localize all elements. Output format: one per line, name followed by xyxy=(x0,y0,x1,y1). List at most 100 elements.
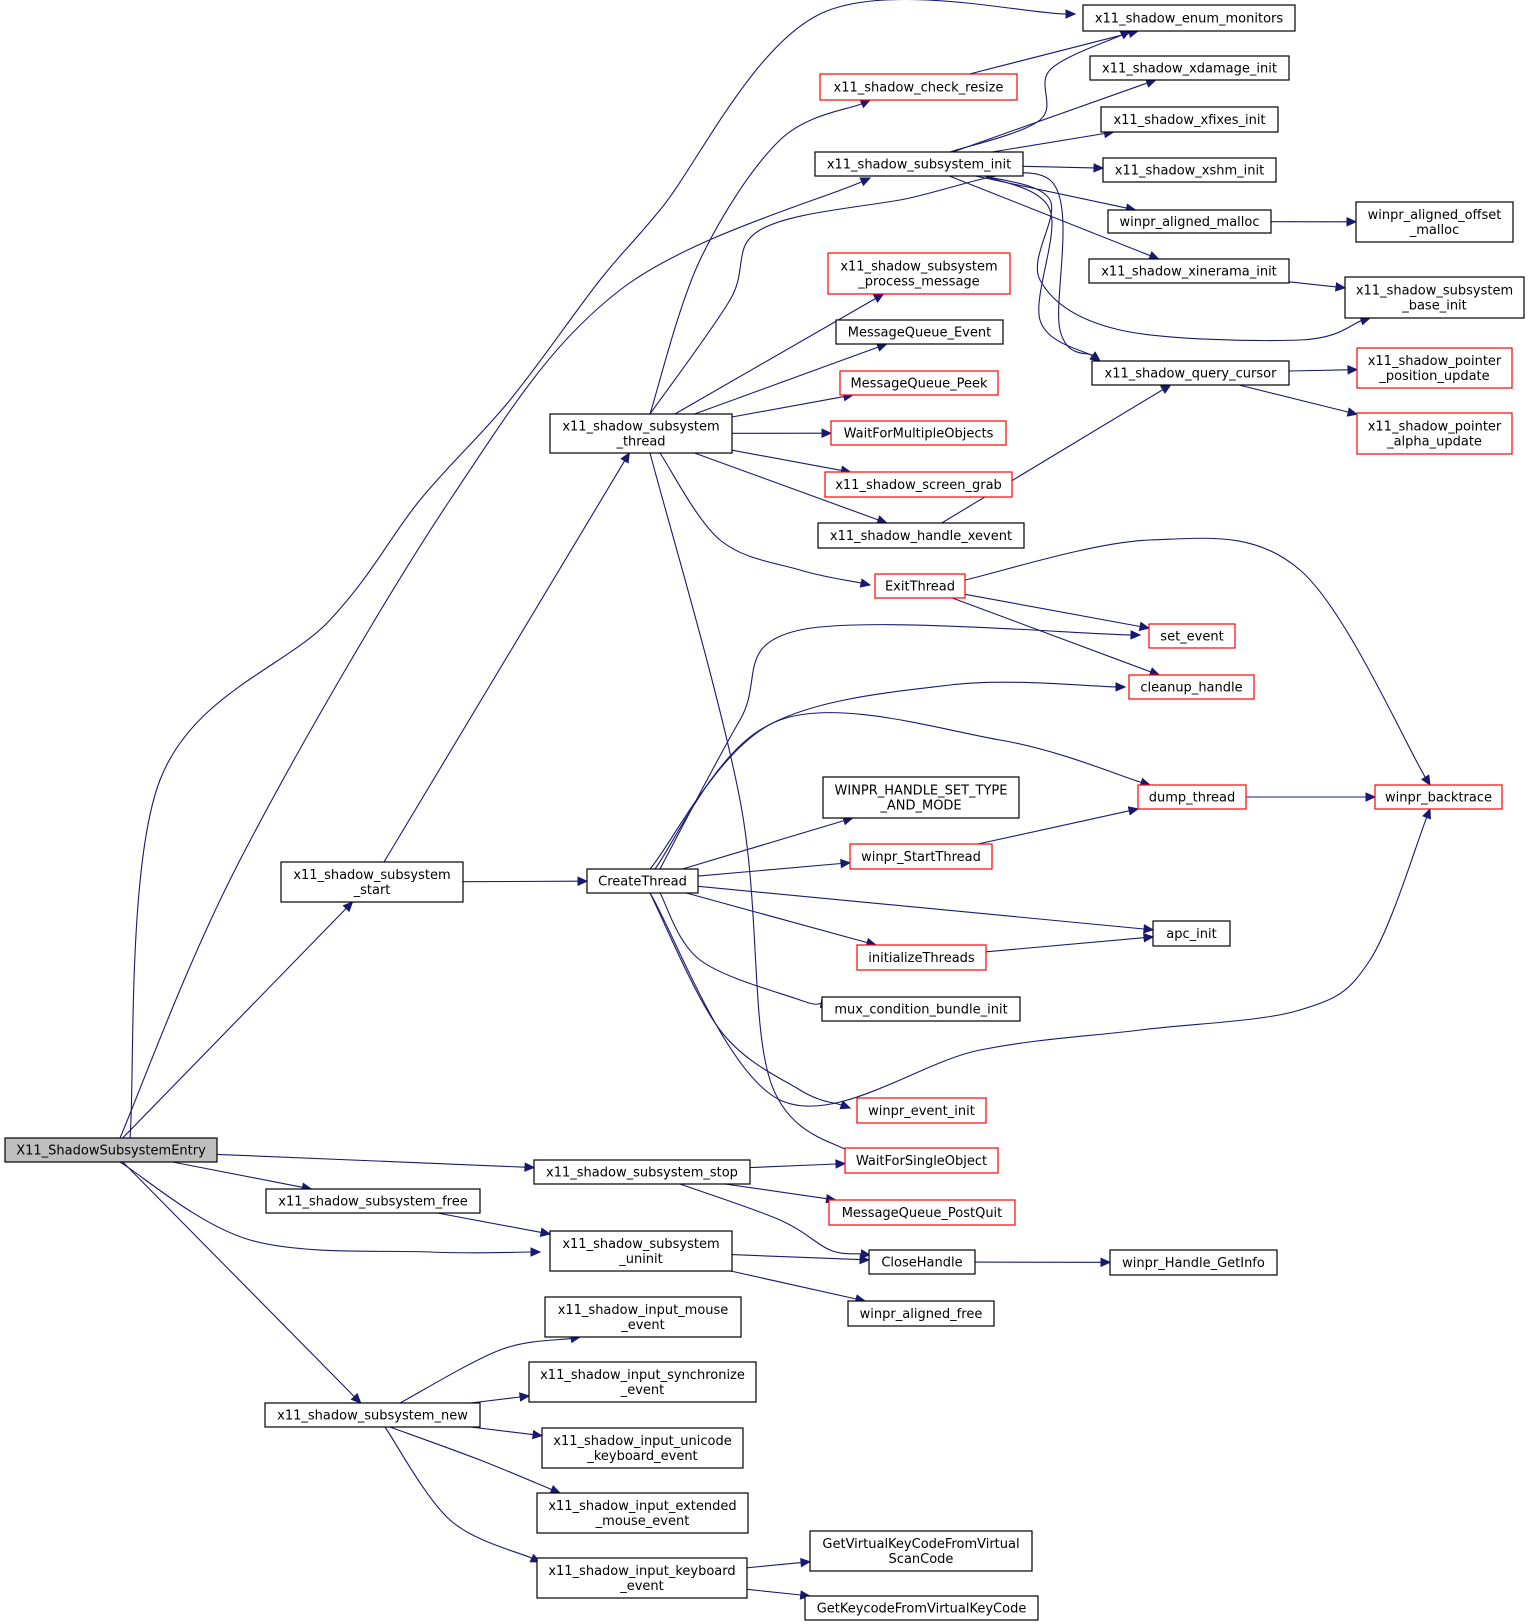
node-subsystem-start[interactable]: x11_shadow_subsystem_start xyxy=(280,861,464,903)
node-box[interactable] xyxy=(1128,674,1255,700)
node-set-type-and-mode[interactable]: WINPR_HANDLE_SET_TYPE_AND_MODE xyxy=(822,776,1020,819)
node-apc-init[interactable]: apc_init xyxy=(1152,920,1231,947)
node-input-mouse[interactable]: x11_shadow_input_mouse_event xyxy=(544,1296,742,1338)
node-box[interactable] xyxy=(1148,623,1236,649)
node-box[interactable] xyxy=(1137,784,1247,810)
node-input-unicode[interactable]: x11_shadow_input_unicode_keyboard_event xyxy=(541,1427,744,1469)
node-box[interactable] xyxy=(847,1300,995,1327)
node-base-init[interactable]: x11_shadow_subsystem_base_init xyxy=(1344,276,1525,319)
node-root[interactable]: X11_ShadowSubsystemEntry xyxy=(4,1137,218,1163)
node-mux-init[interactable]: mux_condition_bundle_init xyxy=(821,996,1021,1022)
node-xshm-init[interactable]: x11_shadow_xshm_init xyxy=(1102,157,1277,183)
node-box[interactable] xyxy=(1344,276,1525,319)
node-event-init[interactable]: winpr_event_init xyxy=(856,1097,987,1124)
node-box[interactable] xyxy=(821,996,1021,1022)
node-box[interactable] xyxy=(549,1230,733,1272)
node-subsystem-uninit[interactable]: x11_shadow_subsystem_uninit xyxy=(549,1230,733,1272)
node-start-thread[interactable]: winpr_StartThread xyxy=(849,843,993,870)
node-subsystem-free[interactable]: x11_shadow_subsystem_free xyxy=(265,1188,481,1214)
node-box[interactable] xyxy=(827,252,1011,295)
node-box[interactable] xyxy=(4,1137,218,1163)
node-box[interactable] xyxy=(1356,412,1513,455)
node-process-message[interactable]: x11_shadow_subsystem_process_message xyxy=(827,252,1011,295)
node-box[interactable] xyxy=(264,1402,481,1428)
node-box[interactable] xyxy=(835,319,1004,345)
node-box[interactable] xyxy=(1088,258,1290,284)
node-box[interactable] xyxy=(874,573,966,599)
node-close-handle[interactable]: CloseHandle xyxy=(868,1249,976,1275)
node-xinerama-init[interactable]: x11_shadow_xinerama_init xyxy=(1088,258,1290,284)
node-box[interactable] xyxy=(1356,347,1513,389)
node-box[interactable] xyxy=(1102,157,1277,183)
node-wait-multiple[interactable]: WaitForMultipleObjects xyxy=(830,420,1007,446)
node-box[interactable] xyxy=(828,1199,1016,1226)
node-box[interactable] xyxy=(1109,1249,1278,1276)
node-box[interactable] xyxy=(1089,55,1290,81)
node-xfixes-init[interactable]: x11_shadow_xfixes_init xyxy=(1100,106,1279,133)
node-box[interactable] xyxy=(265,1188,481,1214)
node-box[interactable] xyxy=(1152,920,1231,947)
node-input-sync[interactable]: x11_shadow_input_synchronize_event xyxy=(528,1361,757,1403)
node-box[interactable] xyxy=(549,413,733,454)
node-keycode-from-vk[interactable]: GetKeycodeFromVirtualKeyCode xyxy=(804,1595,1039,1621)
node-box[interactable] xyxy=(1355,201,1514,243)
node-pointer-position[interactable]: x11_shadow_pointer_position_update xyxy=(1356,347,1513,389)
node-aligned-free[interactable]: winpr_aligned_free xyxy=(847,1300,995,1327)
node-box[interactable] xyxy=(824,471,1013,498)
node-cleanup-handle[interactable]: cleanup_handle xyxy=(1128,674,1255,700)
node-query-cursor[interactable]: x11_shadow_query_cursor xyxy=(1091,360,1290,386)
node-box[interactable] xyxy=(856,944,987,971)
node-box[interactable] xyxy=(817,522,1025,549)
node-screen-grab[interactable]: x11_shadow_screen_grab xyxy=(824,471,1013,498)
node-box[interactable] xyxy=(586,868,699,894)
node-create-thread[interactable]: CreateThread xyxy=(586,868,699,894)
node-box[interactable] xyxy=(528,1361,757,1403)
node-aligned-malloc[interactable]: winpr_aligned_malloc xyxy=(1107,209,1272,234)
node-handle-getinfo[interactable]: winpr_Handle_GetInfo xyxy=(1109,1249,1278,1276)
node-box[interactable] xyxy=(280,861,464,903)
node-box[interactable] xyxy=(536,1557,748,1599)
node-box[interactable] xyxy=(849,843,993,870)
node-subsystem-init[interactable]: x11_shadow_subsystem_init xyxy=(814,151,1024,177)
node-handle-xevent[interactable]: x11_shadow_handle_xevent xyxy=(817,522,1025,549)
node-initialize-threads[interactable]: initializeThreads xyxy=(856,944,987,971)
node-box[interactable] xyxy=(541,1427,744,1469)
node-subsystem-new[interactable]: x11_shadow_subsystem_new xyxy=(264,1402,481,1428)
node-box[interactable] xyxy=(844,1147,999,1174)
node-wait-single[interactable]: WaitForSingleObject xyxy=(844,1147,999,1174)
node-enum-monitors[interactable]: x11_shadow_enum_monitors xyxy=(1082,4,1296,32)
node-box[interactable] xyxy=(536,1492,749,1534)
node-box[interactable] xyxy=(819,73,1018,101)
node-check-resize[interactable]: x11_shadow_check_resize xyxy=(819,73,1018,101)
node-subsystem-stop[interactable]: x11_shadow_subsystem_stop xyxy=(533,1159,751,1185)
node-subsystem-thread[interactable]: x11_shadow_subsystem_thread xyxy=(549,413,733,454)
node-backtrace[interactable]: winpr_backtrace xyxy=(1374,784,1503,810)
node-box[interactable] xyxy=(1107,209,1272,234)
node-aligned-offset-malloc[interactable]: winpr_aligned_offset_malloc xyxy=(1355,201,1514,243)
node-box[interactable] xyxy=(544,1296,742,1338)
node-box[interactable] xyxy=(839,370,999,396)
node-box[interactable] xyxy=(1100,106,1279,133)
node-box[interactable] xyxy=(533,1159,751,1185)
node-input-ext-mouse[interactable]: x11_shadow_input_extended_mouse_event xyxy=(536,1492,749,1534)
node-box[interactable] xyxy=(830,420,1007,446)
node-xdamage-init[interactable]: x11_shadow_xdamage_init xyxy=(1089,55,1290,81)
node-box[interactable] xyxy=(856,1097,987,1124)
node-box[interactable] xyxy=(822,776,1020,819)
node-set-event[interactable]: set_event xyxy=(1148,623,1236,649)
node-input-keyboard[interactable]: x11_shadow_input_keyboard_event xyxy=(536,1557,748,1599)
node-box[interactable] xyxy=(1374,784,1503,810)
node-exit-thread[interactable]: ExitThread xyxy=(874,573,966,599)
node-mq-postquit[interactable]: MessageQueue_PostQuit xyxy=(828,1199,1016,1226)
node-box[interactable] xyxy=(868,1249,976,1275)
node-dump-thread[interactable]: dump_thread xyxy=(1137,784,1247,810)
node-mq-peek[interactable]: MessageQueue_Peek xyxy=(839,370,999,396)
node-pointer-alpha[interactable]: x11_shadow_pointer_alpha_update xyxy=(1356,412,1513,455)
node-box[interactable] xyxy=(804,1595,1039,1621)
node-box[interactable] xyxy=(1091,360,1290,386)
node-box[interactable] xyxy=(809,1530,1033,1572)
node-box[interactable] xyxy=(814,151,1024,177)
node-mq-event[interactable]: MessageQueue_Event xyxy=(835,319,1004,345)
node-box[interactable] xyxy=(1082,4,1296,32)
